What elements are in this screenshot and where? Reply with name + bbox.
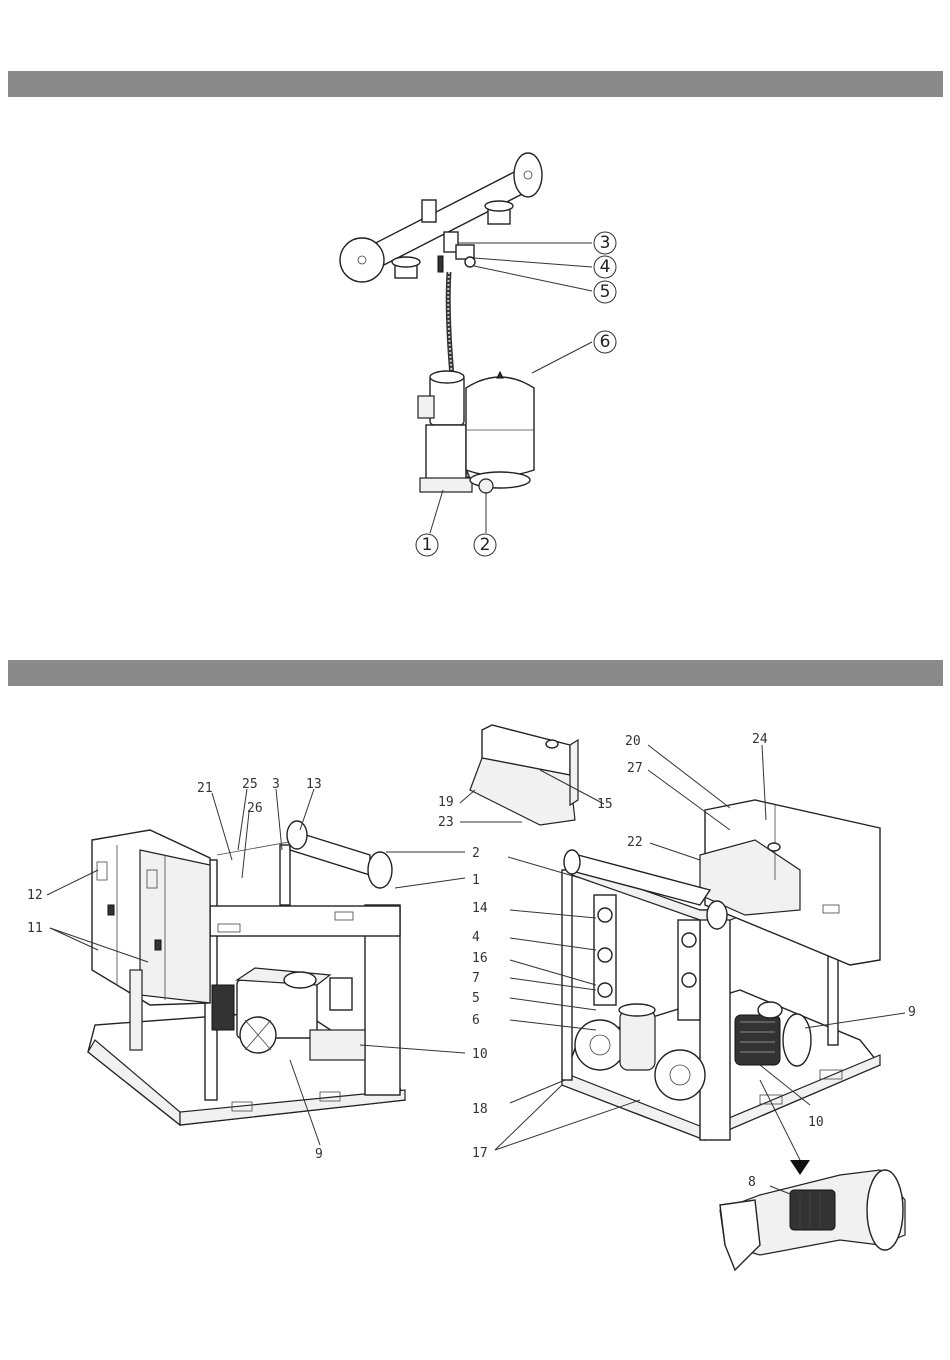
callout-5: 5 [600,282,611,302]
callout-4: 4 [600,257,611,277]
label-20: 20 [625,734,641,749]
callout-1: 1 [422,535,433,555]
label-9-left: 9 [315,1147,323,1162]
label-10-left: 10 [472,1047,488,1062]
label-23: 23 [438,815,454,830]
label-5-right: 5 [472,991,480,1006]
label-24: 24 [752,732,768,747]
figure-2-right-booster-set-drawing: 20 24 27 19 23 15 22 14 4 16 7 5 6 9 10 … [438,725,916,1270]
callout-3: 3 [600,233,611,253]
label-3-left: 3 [272,777,280,792]
label-1-left: 1 [472,873,480,888]
label-10-right: 10 [808,1115,824,1130]
figure-2-left-booster-set-drawing: 21 25 26 3 13 12 11 2 1 10 9 [27,777,488,1162]
figure-1-pump-unit-drawing: 3 4 5 6 1 2 [340,153,616,556]
label-19: 19 [438,795,454,810]
label-14: 14 [472,901,488,916]
label-21: 21 [197,781,213,796]
label-7: 7 [472,971,480,986]
label-25: 25 [242,777,258,792]
label-15: 15 [597,797,613,812]
callout-2: 2 [480,535,491,555]
label-2-left: 2 [472,846,480,861]
label-8: 8 [748,1175,756,1190]
callout-6: 6 [600,332,611,352]
label-26: 26 [247,801,263,816]
label-9-right: 9 [908,1005,916,1020]
label-18: 18 [472,1102,488,1117]
label-12: 12 [27,888,43,903]
label-27: 27 [627,761,643,776]
label-13: 13 [306,777,322,792]
label-17: 17 [472,1146,488,1161]
label-16: 16 [472,951,488,966]
label-11: 11 [27,921,43,936]
label-22: 22 [627,835,643,850]
label-6-right: 6 [472,1013,480,1028]
label-4-right: 4 [472,930,480,945]
